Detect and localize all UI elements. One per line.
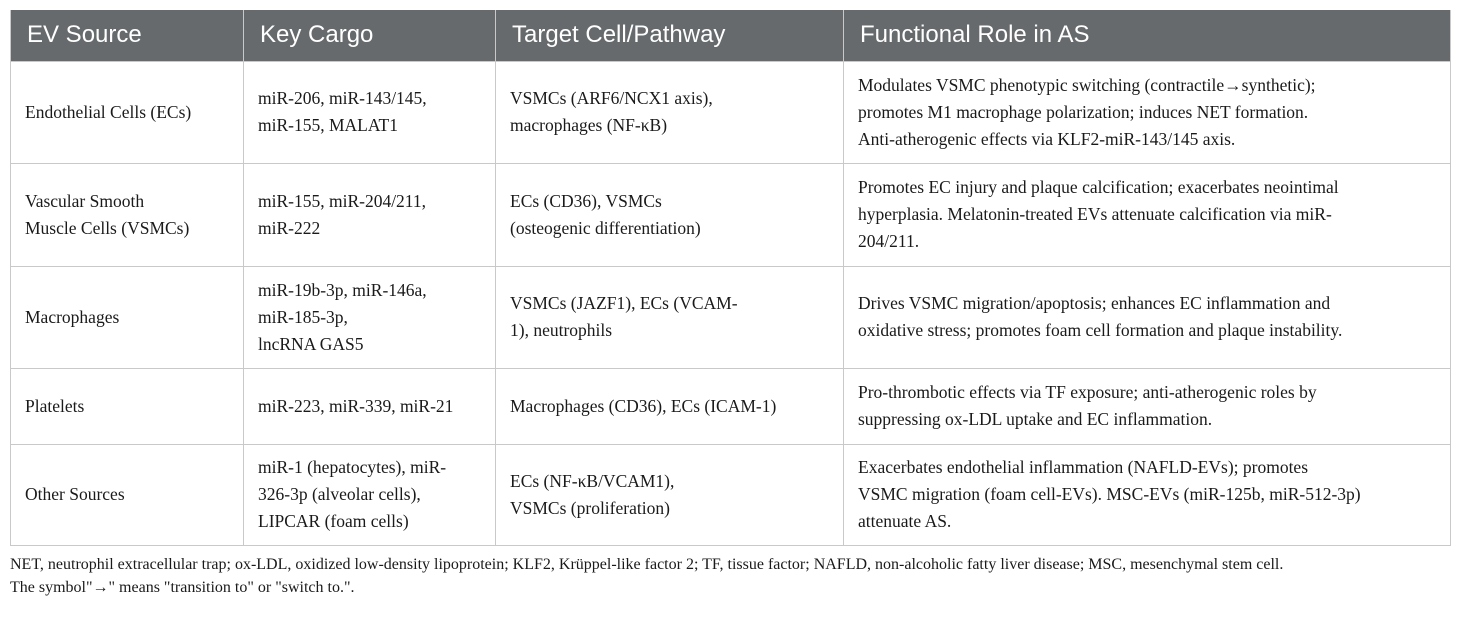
cell-text: ECs (CD36), VSMCs (osteogenic differenti… — [510, 190, 701, 238]
cell-ev-source: Other Sources — [10, 443, 244, 546]
cell-text: Promotes EC injury and plaque calcificat… — [858, 177, 1339, 251]
cell-text: Platelets — [25, 395, 85, 416]
table-row: Macrophages miR-19b-3p, miR-146a, miR-18… — [10, 265, 1451, 369]
table-row: Platelets miR-223, miR-339, miR-21 Macro… — [10, 367, 1451, 445]
header-target-cell-pathway: Target Cell/Pathway — [495, 10, 844, 61]
table-row: Other Sources miR-1 (hepatocytes), miR- … — [10, 443, 1451, 546]
cell-text: miR-1 (hepatocytes), miR- 326-3p (alveol… — [258, 457, 447, 531]
cell-text: miR-223, miR-339, miR-21 — [258, 395, 454, 416]
cell-role: Modulates VSMC phenotypic switching (con… — [843, 60, 1451, 164]
cell-role: Drives VSMC migration/apoptosis; enhance… — [843, 265, 1451, 369]
ev-table-container: EV Source Key Cargo Target Cell/Pathway … — [10, 10, 1451, 546]
symbol-note: The symbol"→" means "transition to" or "… — [10, 579, 355, 596]
cell-text: Other Sources — [25, 484, 125, 504]
cell-key-cargo: miR-223, miR-339, miR-21 — [243, 367, 496, 445]
cell-text: VSMCs (ARF6/NCX1 axis), macrophages (NF-… — [510, 88, 713, 135]
cell-text: Vascular Smooth Muscle Cells (VSMCs) — [25, 190, 190, 238]
cell-key-cargo: miR-155, miR-204/211, miR-222 — [243, 162, 496, 267]
cell-text: Endothelial Cells (ECs) — [25, 101, 192, 122]
cell-target: VSMCs (ARF6/NCX1 axis), macrophages (NF-… — [495, 60, 844, 164]
table-footnotes: NET, neutrophil extracellular trap; ox-L… — [10, 553, 1450, 599]
cell-ev-source: Platelets — [10, 367, 244, 445]
header-ev-source: EV Source — [10, 10, 244, 61]
table-header-row: EV Source Key Cargo Target Cell/Pathway … — [10, 10, 1451, 61]
cell-target: ECs (NF-κB/VCAM1), VSMCs (proliferation) — [495, 443, 844, 546]
header-key-cargo: Key Cargo — [243, 10, 496, 61]
cell-text: miR-155, miR-204/211, miR-222 — [258, 190, 427, 238]
cell-target: Macrophages (CD36), ECs (ICAM-1) — [495, 367, 844, 445]
cell-text: VSMCs (JAZF1), ECs (VCAM- 1), neutrophil… — [510, 293, 738, 340]
cell-text: miR-19b-3p, miR-146a, miR-185-3p, lncRNA… — [258, 279, 427, 354]
cell-ev-source: Macrophages — [10, 265, 244, 369]
table-row: Vascular Smooth Muscle Cells (VSMCs) miR… — [10, 162, 1451, 267]
cell-text: Modulates VSMC phenotypic switching (con… — [858, 74, 1316, 149]
cell-role: Exacerbates endothelial inflammation (NA… — [843, 443, 1451, 546]
cell-text: Macrophages — [25, 306, 120, 327]
table-row: Endothelial Cells (ECs) miR-206, miR-143… — [10, 60, 1451, 164]
abbreviations-note: NET, neutrophil extracellular trap; ox-L… — [10, 556, 1284, 573]
ev-table: EV Source Key Cargo Target Cell/Pathway … — [10, 10, 1451, 546]
cell-target: VSMCs (JAZF1), ECs (VCAM- 1), neutrophil… — [495, 265, 844, 369]
cell-text: Pro-thrombotic effects via TF exposure; … — [858, 382, 1317, 429]
header-functional-role: Functional Role in AS — [843, 10, 1451, 61]
cell-ev-source: Vascular Smooth Muscle Cells (VSMCs) — [10, 162, 244, 267]
cell-role: Pro-thrombotic effects via TF exposure; … — [843, 367, 1451, 445]
cell-text: ECs (NF-κB/VCAM1), VSMCs (proliferation) — [510, 470, 675, 518]
cell-key-cargo: miR-19b-3p, miR-146a, miR-185-3p, lncRNA… — [243, 265, 496, 369]
cell-text: miR-206, miR-143/145, miR-155, MALAT1 — [258, 88, 427, 135]
cell-ev-source: Endothelial Cells (ECs) — [10, 60, 244, 164]
cell-key-cargo: miR-206, miR-143/145, miR-155, MALAT1 — [243, 60, 496, 164]
cell-role: Promotes EC injury and plaque calcificat… — [843, 162, 1451, 267]
cell-target: ECs (CD36), VSMCs (osteogenic differenti… — [495, 162, 844, 267]
cell-text: Macrophages (CD36), ECs (ICAM-1) — [510, 395, 777, 416]
cell-text: Drives VSMC migration/apoptosis; enhance… — [858, 293, 1343, 340]
cell-key-cargo: miR-1 (hepatocytes), miR- 326-3p (alveol… — [243, 443, 496, 546]
cell-text: Exacerbates endothelial inflammation (NA… — [858, 457, 1361, 531]
